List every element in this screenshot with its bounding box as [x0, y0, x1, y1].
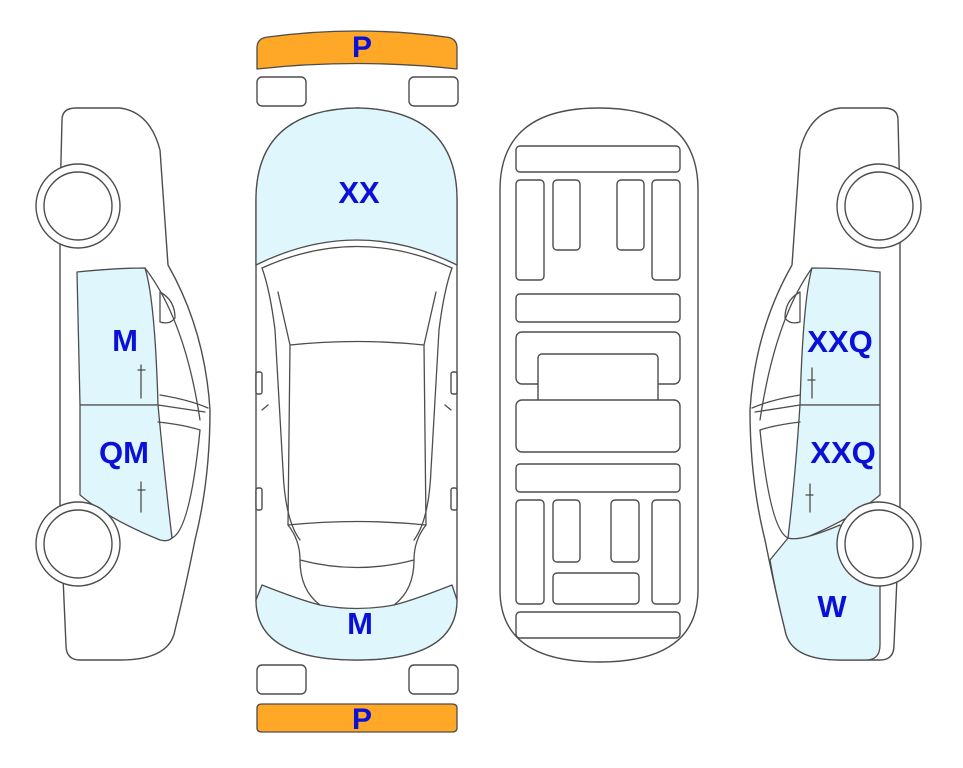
rear-left-taillight [256, 664, 307, 695]
front-bumper[interactable]: P [256, 30, 458, 70]
hood-label: XX [338, 175, 380, 210]
trunk-label: M [347, 606, 373, 641]
left-side-view [35, 107, 211, 661]
right-side-view [749, 107, 922, 661]
hood-panel[interactable] [255, 107, 458, 266]
rear-bumper-label: P [352, 703, 372, 736]
left-rear-door-label: QM [99, 435, 149, 470]
front-bumper-label: P [352, 31, 372, 64]
front-left-headlight [256, 76, 307, 107]
right-front-door-panel[interactable] [799, 267, 881, 406]
rear-right-taillight [408, 664, 459, 695]
right-rear-door-label: XXQ [810, 435, 875, 470]
top-view-car [255, 107, 458, 661]
rear-bumper[interactable]: P [256, 703, 458, 736]
right-rear-fender-label: W [817, 589, 847, 624]
left-front-door-label: M [112, 323, 138, 358]
front-right-headlight [408, 76, 459, 107]
right-front-door-label: XXQ [807, 324, 872, 359]
left-front-door-panel[interactable] [76, 267, 159, 406]
undercarriage-view [499, 107, 699, 663]
